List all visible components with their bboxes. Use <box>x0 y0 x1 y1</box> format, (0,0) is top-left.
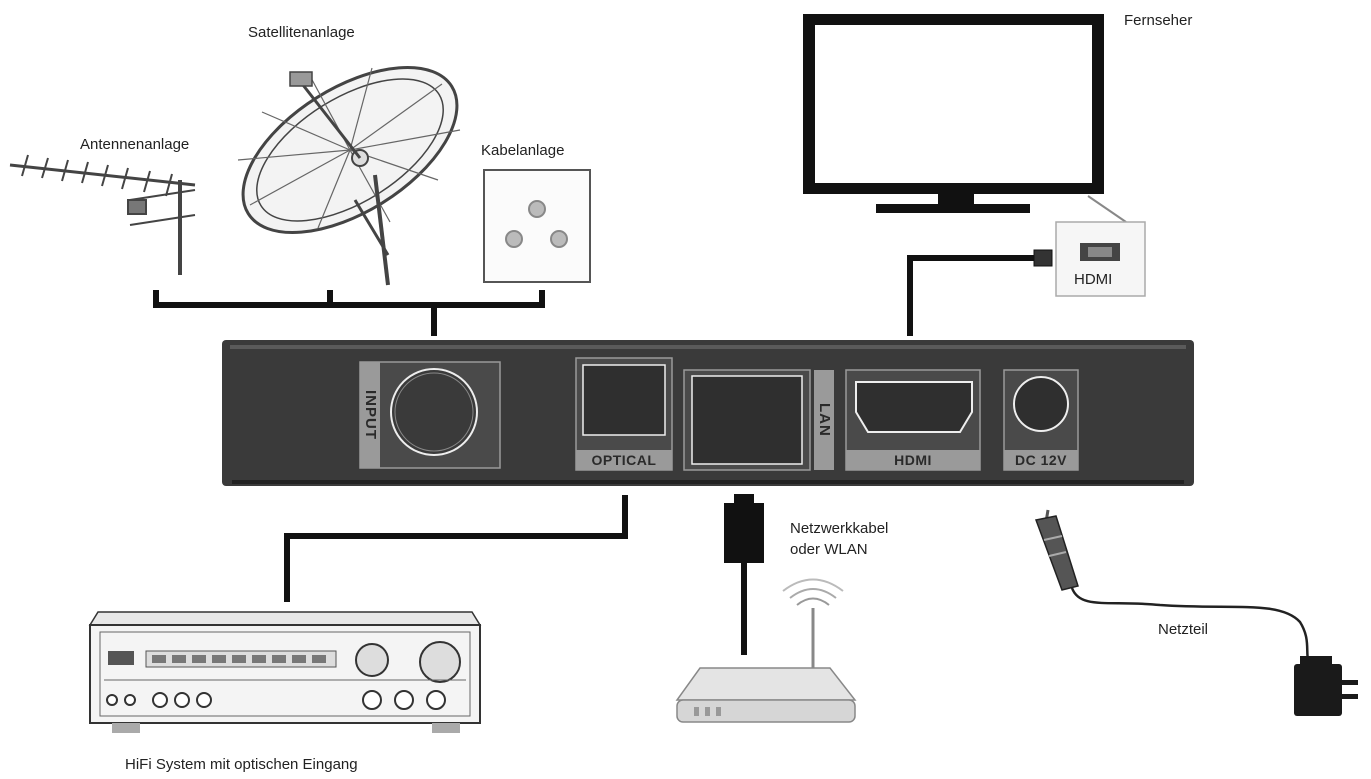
tv-label: Fernseher <box>1124 12 1193 29</box>
satellite-label: Satellitenanlage <box>248 24 355 41</box>
antenna-icon <box>9 154 196 275</box>
lan-port-label: LAN <box>814 370 834 470</box>
hdmi-plug-label: HDMI <box>1074 271 1113 288</box>
cable-label: Kabelanlage <box>481 142 565 159</box>
antenna-label: Antennenanlage <box>80 136 190 153</box>
satellite-dish-icon <box>237 65 461 286</box>
hdmi-plug-callout <box>1055 221 1146 297</box>
power-supply-icon <box>1034 509 1358 716</box>
lan-cable <box>724 494 764 655</box>
input-cable <box>153 290 545 336</box>
router-icon <box>675 578 857 723</box>
optical-port-label: OPTICAL <box>576 450 672 470</box>
power-supply-label: Netzteil <box>1158 621 1209 638</box>
input-port-label: INPUT <box>360 362 380 468</box>
hdmi-cable <box>907 249 1053 336</box>
network-label-line2: oder WLAN <box>790 541 868 558</box>
cable-socket-icon <box>483 169 591 283</box>
hifi-label: HiFi System mit optischen Eingang <box>125 756 358 773</box>
optical-cable <box>284 495 628 602</box>
television-icon <box>803 14 1127 223</box>
receiver-panel <box>222 340 1194 486</box>
network-label-line1: Netzwerkkabel <box>790 520 889 537</box>
hdmi-port-label: HDMI <box>846 450 980 470</box>
hifi-amplifier-icon <box>88 611 482 733</box>
dc-port-label: DC 12V <box>1004 450 1078 470</box>
